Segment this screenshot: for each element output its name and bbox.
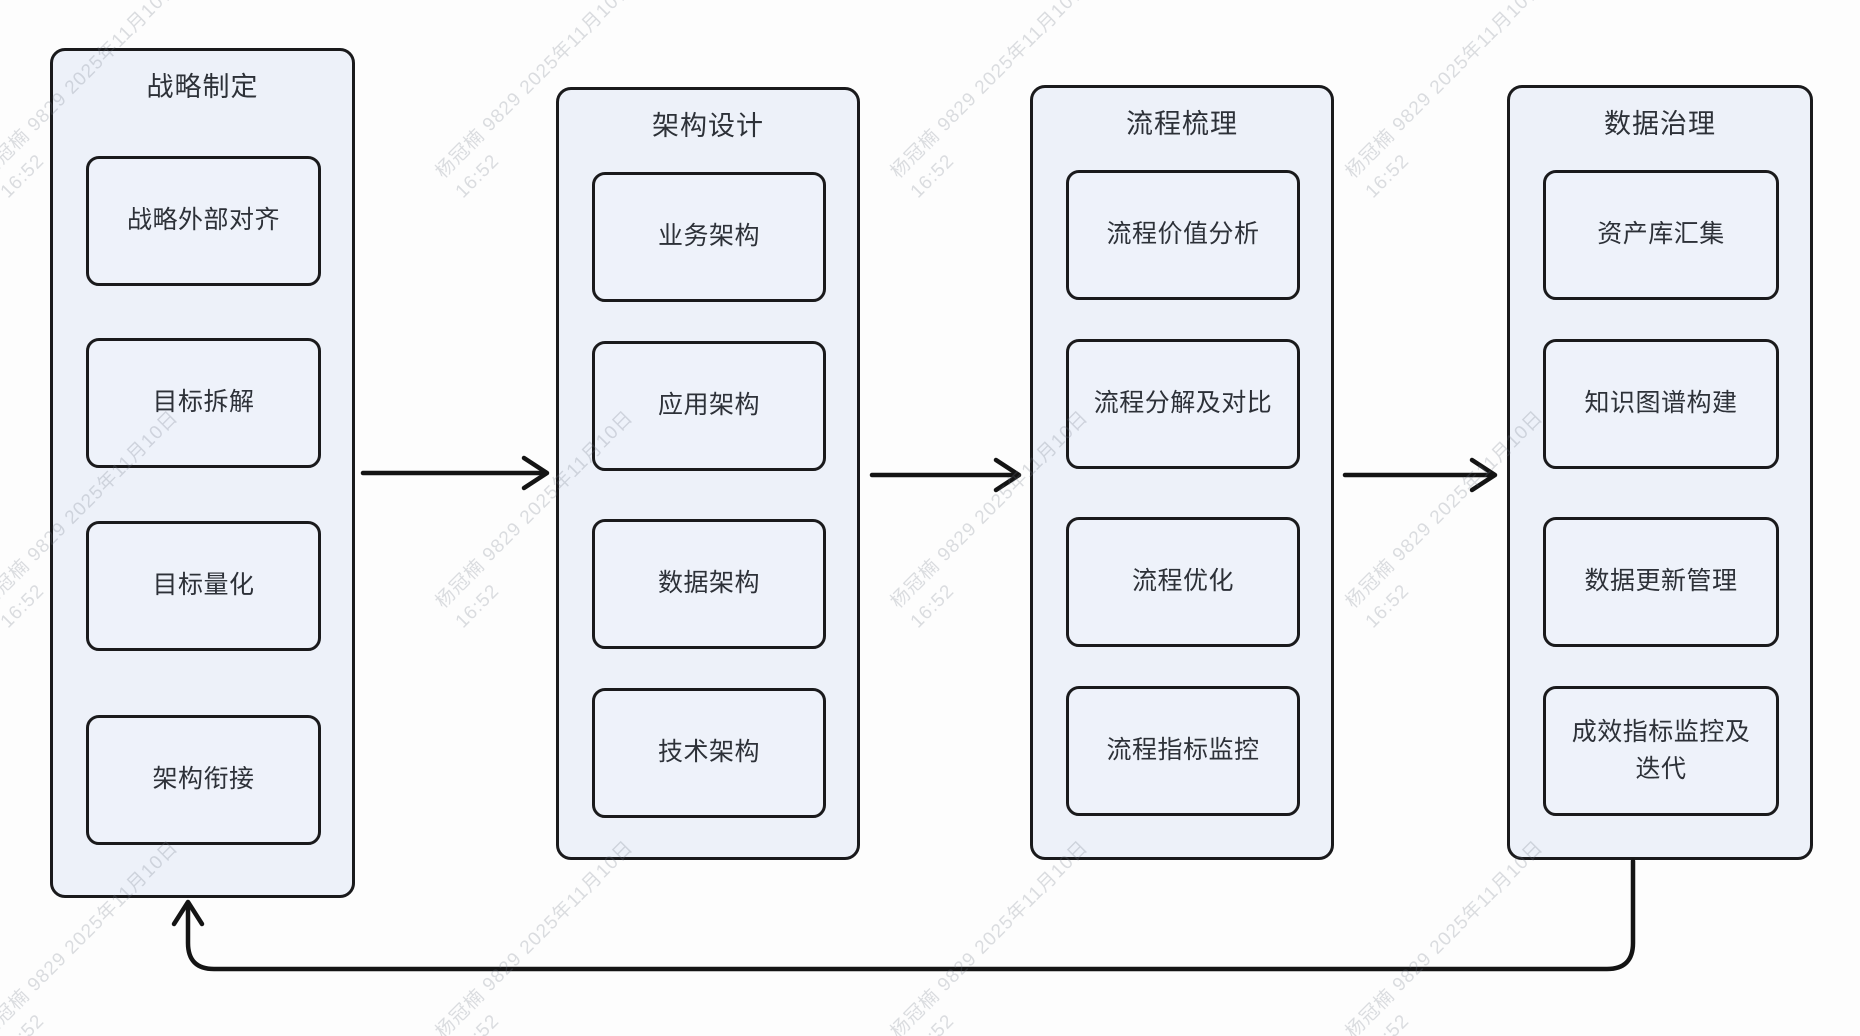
flow-node: 流程优化 [1066, 517, 1300, 647]
stage-title: 战略制定 [146, 72, 259, 102]
flow-node: 应用架构 [592, 341, 826, 471]
stage-title: 架构设计 [652, 111, 764, 141]
stage-column-data-governance: 数据治理 资产库汇集 知识图谱构建 数据更新管理 成效指标监控及迭代 [1507, 85, 1813, 860]
stage-column-strategy: 战略制定 战略外部对齐 目标拆解 目标量化 架构衔接 [50, 48, 355, 898]
stage-title: 数据治理 [1604, 109, 1716, 139]
feedback-loop-arrowhead [171, 899, 205, 927]
flow-node: 成效指标监控及迭代 [1543, 686, 1779, 816]
flow-node: 目标拆解 [86, 338, 321, 468]
arrowhead-stage1-stage2 [521, 455, 550, 491]
flow-node: 资产库汇集 [1543, 170, 1779, 300]
arrowhead-stage2-stage3 [993, 457, 1022, 493]
flow-node: 流程分解及对比 [1066, 339, 1300, 469]
flow-node: 流程指标监控 [1066, 686, 1300, 816]
arrowhead-stage3-stage4 [1469, 457, 1498, 493]
flow-node: 战略外部对齐 [86, 156, 321, 286]
flow-node: 知识图谱构建 [1543, 339, 1779, 469]
flow-node: 流程价值分析 [1066, 170, 1300, 300]
flow-node: 数据架构 [592, 519, 826, 649]
flow-node: 架构衔接 [86, 715, 321, 845]
flow-node: 目标量化 [86, 521, 321, 651]
feedback-loop-line [185, 858, 1636, 972]
flow-node: 数据更新管理 [1543, 517, 1779, 647]
flow-node: 业务架构 [592, 172, 826, 302]
stage-column-architecture: 架构设计 业务架构 应用架构 数据架构 技术架构 [556, 87, 860, 860]
stage-title: 流程梳理 [1126, 109, 1238, 139]
flow-node: 技术架构 [592, 688, 826, 818]
stage-column-process: 流程梳理 流程价值分析 流程分解及对比 流程优化 流程指标监控 [1030, 85, 1334, 860]
